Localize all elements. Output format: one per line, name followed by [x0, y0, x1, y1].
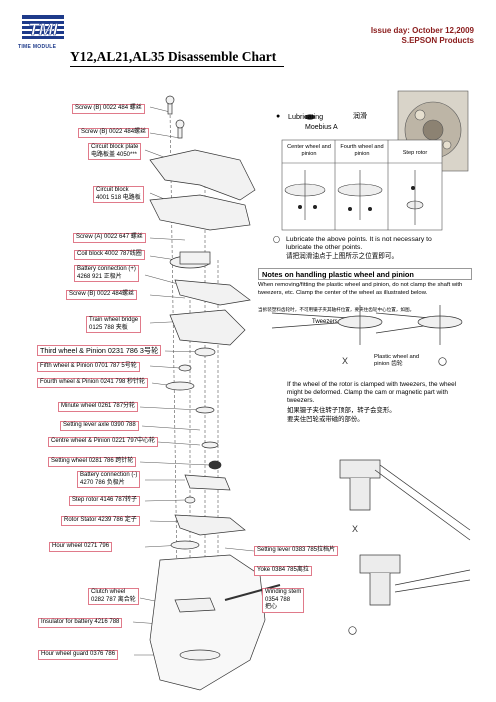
circuit-block-en: Circuit block — [96, 187, 129, 193]
legend-col-center-wheel: Center wheel and pinion — [287, 144, 331, 157]
lubricating-label: Lubricating — [288, 112, 324, 121]
label-setting-lever: Setting lever 0383 785拉档片 — [254, 546, 339, 556]
circuit-block-plate-en: Circuit block plate — [91, 144, 139, 150]
lubrication-note: Lubricate the above points. It is not ne… — [286, 236, 432, 252]
battery-conn-plus-cn: 4268 921 正极片 — [77, 273, 122, 280]
label-coil-block: Coil block 4002 787线圈 — [74, 250, 145, 260]
label-screw-b-2: Screw (B) 0022 484螺丝 — [78, 128, 150, 138]
label-screw-b-3: Screw (B) 0022 484螺丝 — [66, 290, 138, 300]
lubricating-cn: 润滑 — [353, 113, 367, 120]
label-rotor-stator: Rotor Stator 4239 786 定子 — [61, 516, 140, 526]
circuit-block-cn: 4001 518 电路板 — [96, 194, 141, 201]
ok-mark-1: 〇 — [273, 237, 280, 244]
label-setting-wheel: Setting wheel 0281 786 跨针轮 — [48, 457, 137, 467]
label-train-wheel-bridge: Train wheel bridge 0125 788 夹板 — [86, 316, 142, 333]
notes-body: When removing/fitting the plastic wheel … — [258, 282, 463, 296]
circuit-block-plate-cn: 电路板盖 4050*** — [91, 151, 138, 158]
rotor-warning: If the wheel of the rotor is clamped wit… — [287, 381, 457, 405]
label-screw-b-1: Screw (B) 0022 484 螺丝 — [72, 104, 145, 114]
notes-heading: Notes on handling plastic wheel and pini… — [258, 268, 472, 280]
label-fifth-wheel: Fifth wheel & Pinion 0701 787 5号轮 — [37, 362, 140, 372]
ok-mark-2: 〇 — [438, 357, 448, 367]
lubrication-note-cn: 请把润滑油点于上图所示之位置即可。 — [286, 253, 399, 260]
winding-stem-cn: 把心 — [265, 604, 278, 610]
clutch-wheel-cn: 0282 787 离合轮 — [91, 596, 136, 603]
train-wheel-bridge-en: Train wheel bridge — [89, 317, 139, 323]
company-name: S.EPSON Products — [401, 36, 474, 45]
issue-info: Issue day: October 12,2009 S.EPSON Produ… — [371, 26, 474, 46]
label-yoke: Yoke 0384 785离拉 — [254, 566, 312, 576]
page-title: Y12,AL21,AL35 Disassemble Chart — [70, 49, 277, 64]
lubricant-oil: Moebius A — [305, 124, 338, 131]
label-step-rotor: Step rotor 4146 787转子 — [69, 496, 141, 506]
label-screw-a: Screw (A) 0022 647 螺丝 — [73, 233, 146, 243]
battery-conn-minus-en: Battery connection (-) — [80, 472, 138, 478]
battery-conn-minus-cn: 4270 786 负极片 — [80, 479, 125, 486]
label-winding-stem: Winding stem 0354 788 把心 — [262, 588, 305, 613]
tmi-logo: TMI — [22, 13, 64, 43]
battery-conn-plus-en: Battery connection (+) — [77, 266, 136, 272]
label-battery-conn-plus: Battery connection (+) 4268 921 正极片 — [74, 265, 139, 282]
label-hour-wheel: Hour wheel 0271 796 — [49, 542, 113, 552]
train-wheel-bridge-cn: 0125 788 夹板 — [89, 324, 128, 331]
notes-body-cn: 当拆装塑料齿轮时，不可用镊子夹其轴杆位置，要夹住齿轮中心位置，如图。 — [258, 307, 415, 312]
label-insulator: Insulator for battery 4216 788 — [38, 618, 123, 628]
label-third-wheel: Third wheel & Pinion 0231 786 3号轮 — [37, 345, 162, 356]
label-circuit-block: Circuit block 4001 518 电路板 — [93, 186, 144, 203]
legend-col-fourth-wheel: Fourth wheel and pinion — [340, 144, 384, 157]
winding-stem-no: 0354 788 — [265, 596, 291, 603]
label-hour-wheel-guard: Hour wheel guard 0376 786 — [38, 650, 119, 660]
label-battery-conn-minus: Battery connection (-) 4270 786 负极片 — [77, 471, 141, 488]
title-underline — [70, 66, 284, 67]
issue-date: Issue day: October 12,2009 — [370, 26, 474, 35]
label-centre-wheel: Centre wheel & Pinion 0221 797中心轮 — [48, 437, 159, 447]
label-fourth-wheel: Fourth wheel & Pinion 0241 798 秒针轮 — [37, 378, 149, 388]
label-minute-wheel: Minute wheel 0261 787分轮 — [58, 402, 139, 412]
label-clutch-wheel: Clutch wheel 0282 787 离合轮 — [88, 588, 139, 605]
clutch-wheel-en: Clutch wheel — [91, 589, 126, 595]
wrong-mark-2: X — [352, 524, 359, 534]
label-circuit-block-plate: Circuit block plate 电路板盖 4050*** — [88, 143, 142, 160]
plastic-wheel-label: Plastic wheel and pinion 齿轮 — [374, 354, 420, 368]
wrong-mark-1: X — [342, 356, 349, 366]
logo-text: TMI — [28, 20, 59, 39]
lubricating-bullet: ● — [276, 113, 281, 120]
ok-mark-3: 〇 — [348, 626, 358, 636]
legend-col-step-rotor: Step rotor — [402, 150, 428, 156]
label-setting-lever-axle: Setting lever axle 0390 788 — [60, 421, 139, 431]
winding-stem-en: Winding stem — [265, 589, 302, 595]
tweezers-label: Tweezers — [312, 319, 338, 325]
rotor-warning-cn-1: 如果镊子夹住转子顶部，转子会变形。 — [287, 407, 396, 414]
logo-subtitle: TIME MODULE — [18, 44, 57, 50]
rotor-warning-cn-2: 要夹住凹轮或带磁的部份。 — [287, 416, 364, 423]
